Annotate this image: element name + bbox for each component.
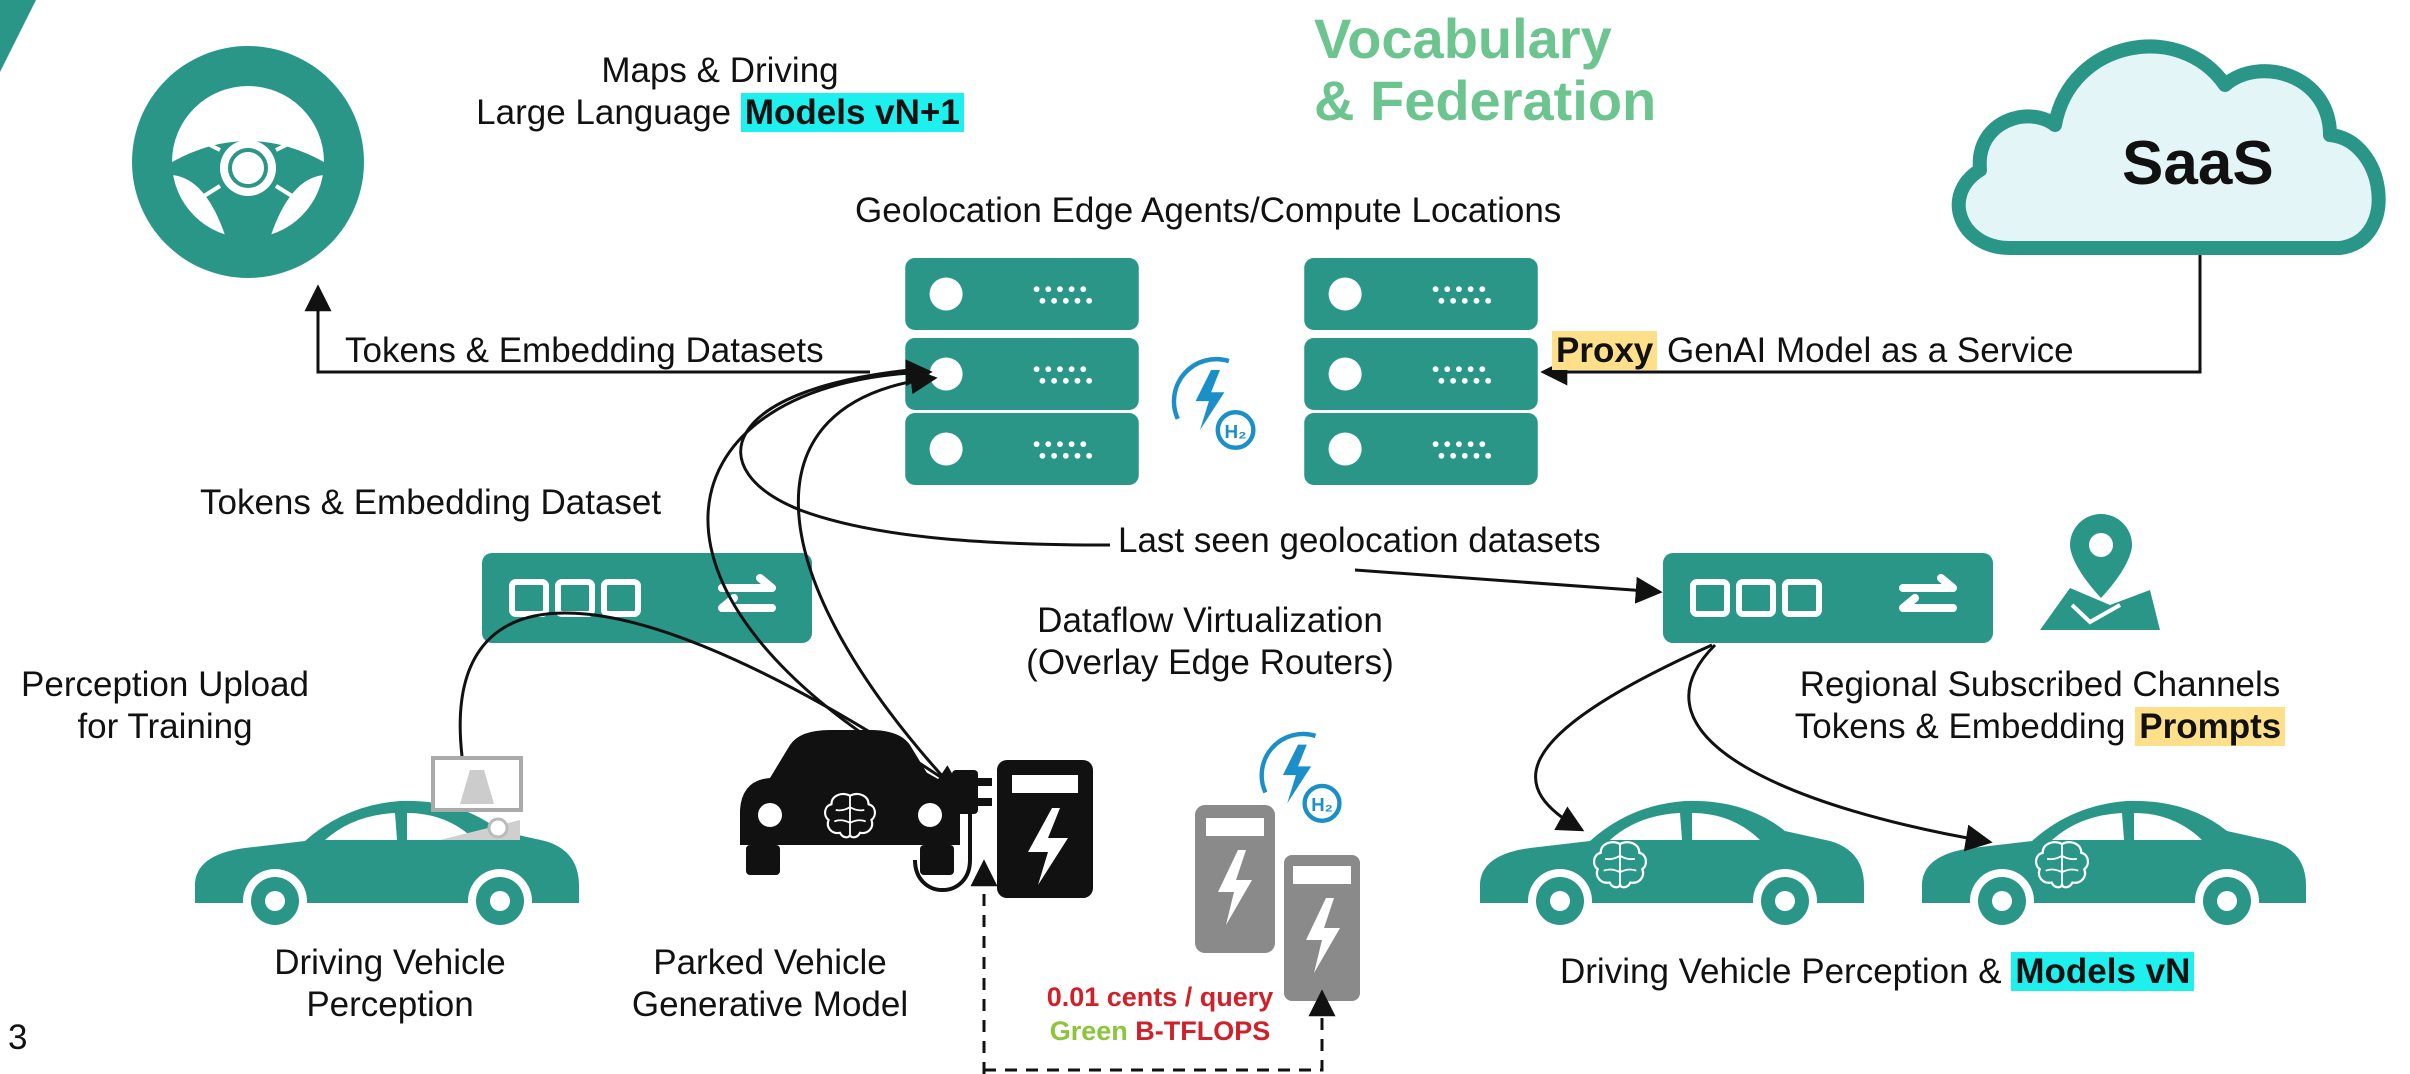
regional-line-1: Regional Subscribed Channels (1799, 665, 2281, 704)
map-pin-icon (2040, 514, 2160, 630)
llm-prefix: Large Language (476, 93, 741, 132)
parked-vehicle-line-2: Generative Model (631, 985, 909, 1024)
h2-energy-icon-charger (1262, 734, 1340, 821)
proxy-rest: GenAI Model as a Service (1657, 331, 2074, 370)
driving-right-prefix: Driving Vehicle Perception & (1560, 952, 2012, 991)
title-line-2: & Federation (1314, 69, 1657, 132)
server-rack-icon-right (1304, 258, 1538, 485)
regional-label: Regional Subscribed Channels Tokens & Em… (1760, 664, 2320, 748)
curve-router-to-car-1 (1534, 643, 1713, 832)
regional-prefix: Tokens & Embedding (1794, 707, 2136, 746)
maps-driving-label: Maps & Driving Large Language Models vN+… (460, 50, 980, 134)
cost-tflops: B-TFLOPS (1127, 1016, 1271, 1046)
charger-cable (913, 805, 972, 892)
dataflow-label: Dataflow Virtualization (Overlay Edge Ro… (1000, 600, 1420, 684)
curve-router-to-car-2 (1687, 643, 1993, 852)
driving-vehicle-line-2: Perception (306, 985, 474, 1024)
cost-green: Green (1049, 1016, 1128, 1046)
saas-label: SaaS (2122, 129, 2274, 198)
ev-charger-icon (997, 760, 1093, 898)
cost-line-1: 0.01 cents / query (1046, 982, 1274, 1012)
cloud-icon (1951, 39, 2386, 255)
car-icon-parked (740, 730, 960, 875)
h2-charger-icon (1195, 805, 1364, 1005)
diagram-title: Vocabulary & Federation (1314, 8, 1656, 132)
regional-line-2: Tokens & Embedding Prompts (1760, 706, 2320, 748)
proxy-highlight: Proxy (1552, 331, 1658, 370)
arrow-to-router-right (1354, 568, 1663, 604)
camera-icon (431, 756, 523, 840)
corner-decoration (0, 0, 36, 72)
steering-wheel-brain-icon (132, 46, 364, 278)
arrow-from-cloud-to-servers (1540, 255, 2202, 386)
prompts-highlight: Prompts (2135, 707, 2286, 746)
page-number: 3 (8, 1018, 28, 1057)
car-icon-driving-right-1 (1479, 800, 1865, 933)
models-vn-highlight: Models vN (2011, 952, 2195, 991)
proxy-label: Proxy GenAI Model as a Service (1552, 330, 2074, 372)
maps-driving-line-2: Large Language Models vN+1 (460, 92, 980, 134)
car-icon-driving-right-2 (1921, 800, 2307, 933)
title-line-1: Vocabulary (1314, 7, 1612, 70)
h2-energy-icon (1174, 359, 1253, 448)
last-seen-label: Last seen geolocation datasets (1112, 520, 1607, 562)
tokens-dataset-label: Tokens & Embedding Dataset (200, 483, 662, 522)
dataflow-line-2: (Overlay Edge Routers) (1026, 643, 1394, 682)
tokens-datasets-label: Tokens & Embedding Datasets (345, 331, 824, 370)
car-icon-driving-left (194, 800, 580, 933)
dataflow-line-1: Dataflow Virtualization (1037, 601, 1383, 640)
driving-vehicle-line-1: Driving Vehicle (274, 943, 506, 982)
driving-vehicle-label: Driving Vehicle Perception (225, 942, 555, 1026)
edge-agents-label: Geolocation Edge Agents/Compute Location… (855, 191, 1562, 230)
parked-vehicle-line-1: Parked Vehicle (653, 943, 887, 982)
plug-icon (952, 770, 992, 814)
parked-vehicle-label: Parked Vehicle Generative Model (600, 942, 940, 1026)
perception-upload-line-2: for Training (77, 707, 253, 746)
perception-upload-label: Perception Upload for Training (0, 664, 330, 748)
driving-right-label: Driving Vehicle Perception & Models vN (1560, 951, 2195, 993)
curve-charger-to-servers-2 (796, 367, 957, 792)
cost-line-2: Green B-TFLOPS (1010, 1014, 1310, 1048)
router-icon-right (1663, 553, 1993, 643)
perception-upload-line-1: Perception Upload (21, 665, 309, 704)
models-vn1-highlight: Models vN+1 (740, 93, 964, 132)
curve-charger-to-servers (706, 359, 956, 792)
cost-label: 0.01 cents / query Green B-TFLOPS (1010, 980, 1310, 1048)
arrow-to-steering-wheel (304, 284, 870, 374)
router-icon-left (482, 553, 812, 643)
server-rack-icon-left (905, 258, 1139, 485)
dashed-loop-bottom (984, 989, 1336, 1072)
maps-driving-line-1: Maps & Driving (601, 51, 839, 90)
